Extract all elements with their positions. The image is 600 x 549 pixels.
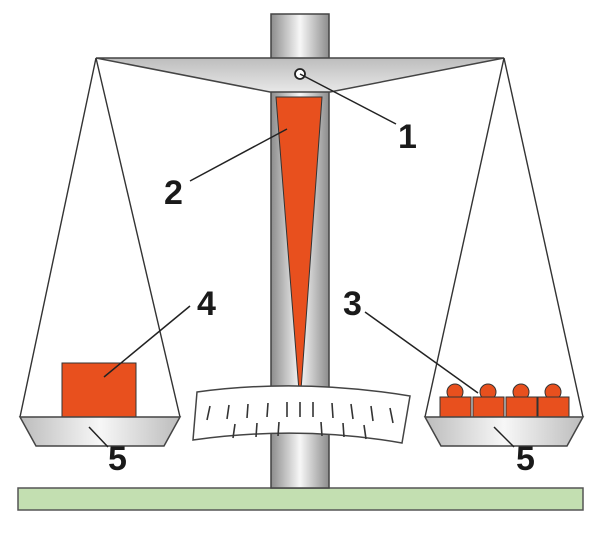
base-plate	[17, 487, 584, 511]
left-pan-strings	[19, 57, 181, 418]
label-5-left: 5	[108, 440, 127, 478]
weight-3	[505, 383, 538, 418]
leader-line-3	[364, 311, 479, 394]
label-4: 4	[197, 285, 216, 323]
label-5-right: 5	[516, 440, 535, 478]
left-pan	[18, 416, 182, 447]
label-1: 1	[398, 118, 417, 156]
pointer	[275, 96, 323, 405]
right-pan-strings	[424, 57, 584, 418]
label-2: 2	[164, 174, 183, 212]
label-3: 3	[343, 285, 362, 323]
scale-dial	[192, 385, 411, 444]
leader-line-2	[189, 128, 288, 182]
scale-ticks	[206, 402, 394, 440]
leader-line-4	[103, 305, 191, 378]
leader-line-5-right	[493, 426, 515, 448]
leader-line-1	[299, 73, 397, 125]
weights	[439, 383, 570, 418]
weight-2	[472, 383, 505, 418]
object-block	[61, 362, 137, 418]
weight-1	[439, 383, 472, 418]
weight-4	[537, 383, 570, 418]
leader-line-5-left	[88, 426, 109, 448]
right-pan	[423, 416, 585, 447]
